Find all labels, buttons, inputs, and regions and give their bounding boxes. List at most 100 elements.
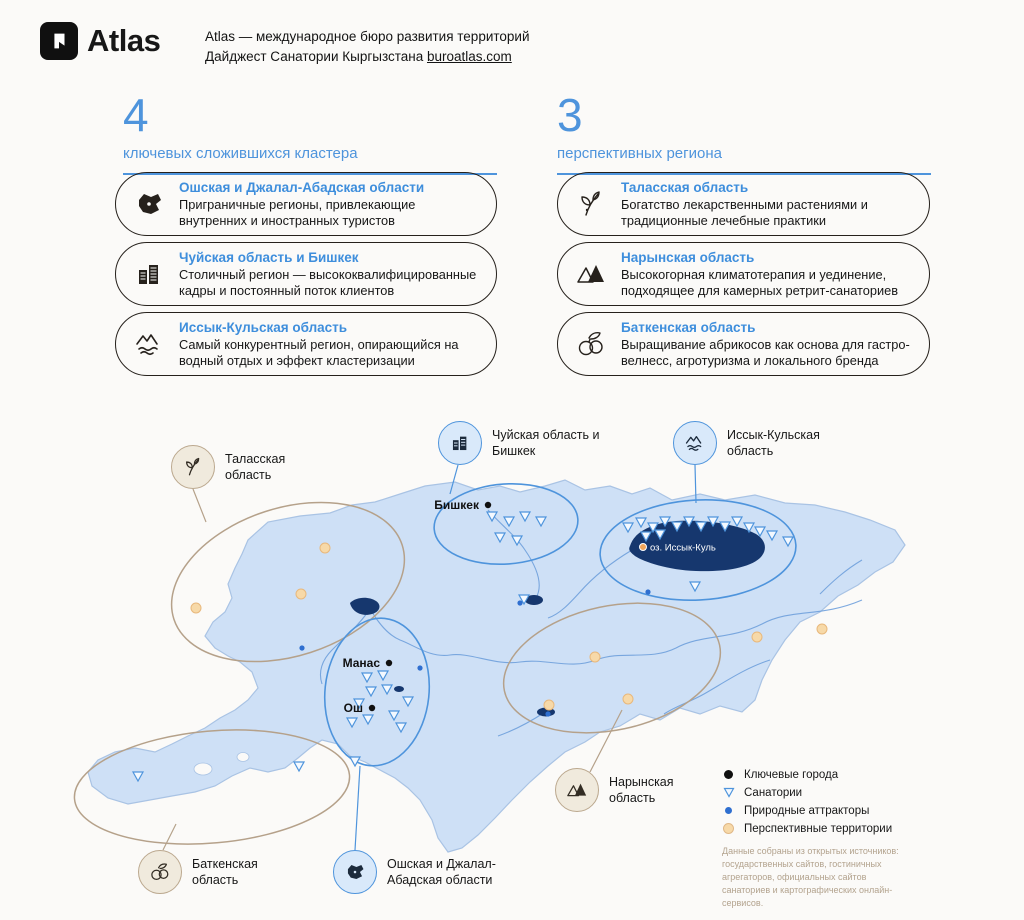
talas-ellipse (170, 501, 406, 663)
card-title: Нарынская область (621, 249, 755, 265)
stat-regions: 3 перспективных региона (557, 92, 931, 175)
card-chui-bishkek: Чуйская область и Бишкек Столичный регио… (115, 242, 497, 306)
sanatorium-marker (348, 756, 362, 768)
perspective-territory-marker (589, 651, 601, 663)
perspective-territory-marker (190, 602, 202, 614)
callout-chui-bishkek: Чуйская область и Бишкек (438, 421, 602, 465)
sanatorium-marker (376, 670, 390, 682)
sanatorium-marker (352, 698, 366, 710)
city-buildings-icon (132, 257, 166, 291)
card-title: Таласская область (621, 179, 749, 195)
cluster-ellipses (73, 482, 797, 845)
city-buildings-icon (438, 421, 482, 465)
callout-label: Иссык-Кульская область (727, 428, 820, 459)
lake-song-kul (525, 595, 543, 605)
sanatorium-marker (646, 522, 660, 534)
territory-marker-icon (722, 822, 735, 835)
sanatorium-marker (380, 684, 394, 696)
tagline-line2: Дайджест Санатории Кыргызстана buroatlas… (205, 49, 512, 65)
card-description: Приграничные регионы, привлекающие внутр… (179, 196, 416, 228)
callout-label: Таласская область (225, 452, 286, 483)
city-marker (385, 659, 393, 667)
sanatorium-marker (753, 526, 767, 538)
callout-label: Чуйская область и Бишкек (492, 428, 600, 459)
sanatorium-marker (621, 522, 635, 534)
sanatorium-marker (670, 521, 684, 533)
lake-issyk-kul-marker (639, 543, 647, 551)
tagline-line1: Atlas — международное бюро развития терр… (205, 29, 530, 44)
sanatorium-marker (682, 516, 696, 528)
natural-attractor-marker (417, 665, 423, 671)
callout-label: Ошская и Джалал-Абадская области (387, 857, 496, 888)
card-naryn: Нарынская область Высокогорная климатоте… (557, 242, 930, 306)
data-sources-footnote: Данные собраны из открытых источников: г… (722, 846, 899, 909)
lake-issyk-kul-label: оз. Иссык-Куль (650, 543, 716, 554)
natural-attractor-marker (517, 600, 523, 606)
sanatorium-marker (387, 710, 401, 722)
card-title: Ошская и Джалал-Абадская области (179, 179, 425, 195)
perspective-territory-marker (622, 693, 634, 705)
card-osh-jalal-abad: Ошская и Джалал-Абадская области Пригран… (115, 172, 497, 236)
stat-regions-number: 3 (557, 89, 583, 141)
natural-attractor-marker (545, 711, 551, 717)
sanatorium-marker (510, 535, 524, 547)
herb-icon (171, 445, 215, 489)
lake-toktogul (350, 597, 380, 615)
perspective-territory-marker (295, 588, 307, 600)
apricot-icon (574, 327, 608, 361)
sanatorium-marker (502, 516, 516, 528)
stat-clusters: 4 ключевых сложившихся кластера (123, 92, 497, 175)
small-lake (394, 686, 404, 692)
sanatorium-marker (534, 516, 548, 528)
sanatorium-marker (360, 672, 374, 684)
osh-ellipse (323, 617, 431, 767)
brand-name: Atlas (87, 23, 161, 58)
sanatorium-marker (706, 516, 720, 528)
callout-osh-jalal-abad: Ошская и Джалал-Абадская области (333, 850, 505, 894)
card-description: Самый конкурентный регион, опирающийся н… (179, 336, 459, 368)
card-batken: Баткенская область Выращивание абрикосов… (557, 312, 930, 376)
lake-mountains-icon (132, 327, 166, 361)
sanatorium-marker (694, 521, 708, 533)
sanatorium-marker (781, 536, 795, 548)
legend-key-cities: Ключевые города (722, 768, 892, 781)
site-link[interactable]: buroatlas.com (427, 49, 512, 65)
city-marker (368, 704, 376, 712)
perspective-territory-marker (319, 542, 331, 554)
sanatorium-marker (292, 761, 306, 773)
sanatorium-marker (718, 521, 732, 533)
callout-naryn: Нарынская область (555, 768, 689, 812)
sanatorium-marker (345, 717, 359, 729)
sanatorium-marker (639, 531, 653, 543)
card-title: Баткенская область (621, 319, 756, 335)
legend-natural-attractors: Природные аттракторы (722, 804, 892, 817)
sanatorium-marker-icon (722, 786, 735, 799)
card-description: Столичный регион — высококвалифицированн… (179, 266, 477, 298)
city-label: Бишкек (434, 498, 480, 512)
city-label: Ош (344, 701, 363, 715)
card-title: Иссык-Кульская область (179, 319, 348, 335)
card-description: Богатство лекарственными растениями и тр… (621, 196, 868, 228)
sanatorium-marker (688, 581, 702, 593)
sanatorium-marker (361, 714, 375, 726)
sanatorium-marker (485, 511, 499, 523)
card-issyk-kul: Иссык-Кульская область Самый конкурентны… (115, 312, 497, 376)
country-outline (87, 479, 906, 853)
card-talas: Таласская область Богатство лекарственны… (557, 172, 930, 236)
city-marker (484, 501, 492, 509)
lake-mountains-icon (673, 421, 717, 465)
sanatorium-marker (765, 530, 779, 542)
stat-clusters-label: ключевых сложившихся кластера (123, 145, 358, 162)
callout-talas: Таласская область (171, 445, 305, 489)
map-legend: Ключевые города Санатории Природные аттр… (722, 768, 892, 835)
apricot-icon (138, 850, 182, 894)
sanatorium-marker (394, 722, 408, 734)
sanatorium-marker (131, 771, 145, 783)
bishkek-ellipse (433, 482, 579, 566)
enclave (193, 762, 213, 776)
stat-clusters-number: 4 (123, 89, 149, 141)
legend-perspective-territories: Перспективные территории (722, 822, 892, 835)
